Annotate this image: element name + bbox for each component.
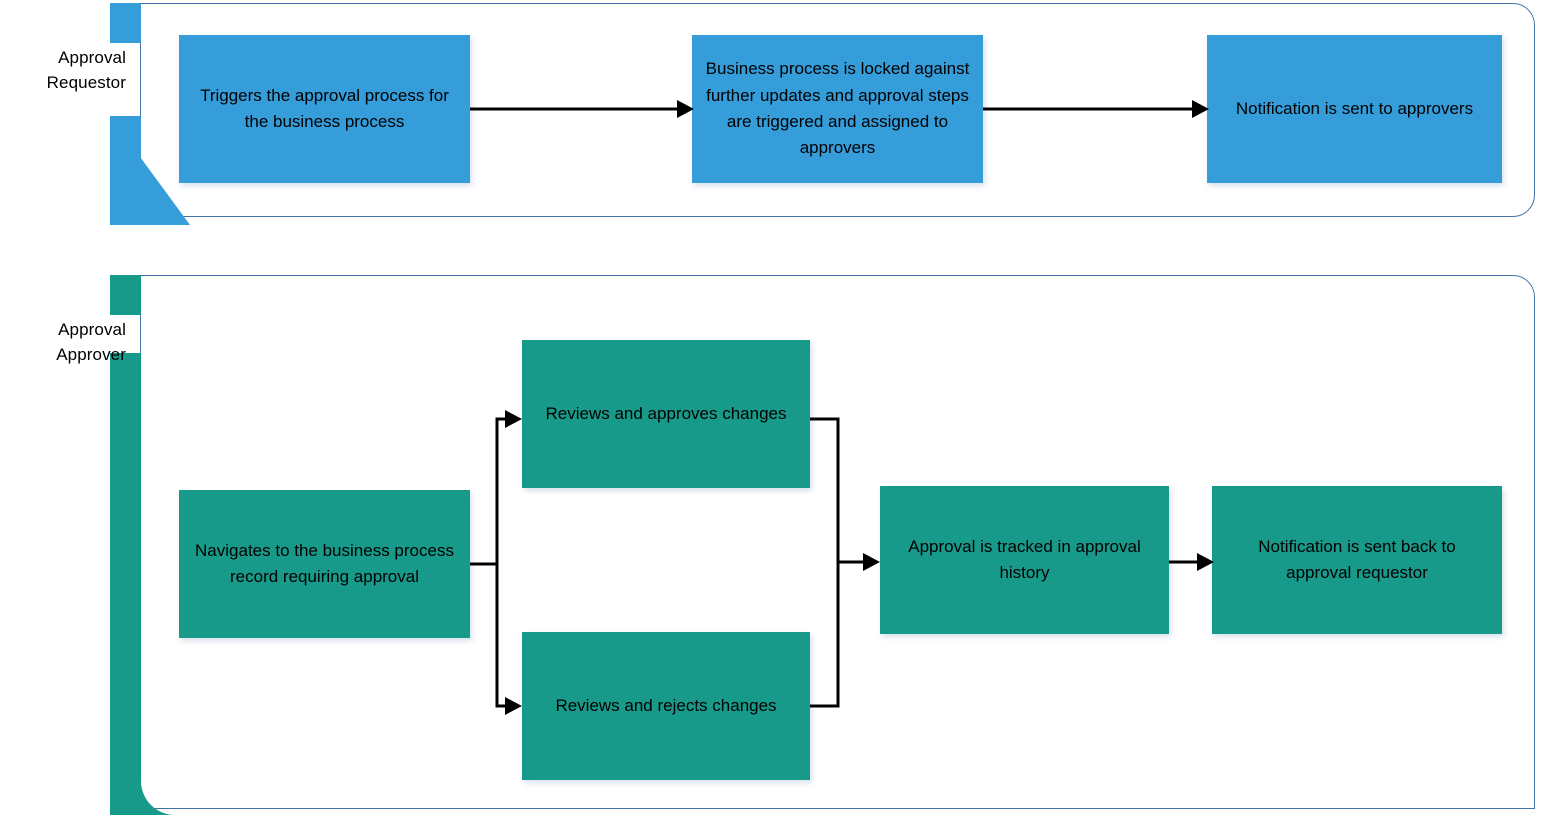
node-navigate-record-label: Navigates to the business process record… — [195, 540, 454, 586]
lane-accent-approval-approver — [110, 275, 230, 815]
lane-label-approval-approver: Approval Approver — [56, 320, 126, 364]
node-approve-changes-label: Reviews and approves changes — [545, 403, 787, 423]
node-lock-process[interactable]: Business process is locked against furth… — [692, 35, 983, 183]
node-approve-changes[interactable]: Reviews and approves changes — [522, 340, 810, 488]
lane-accent-approval-requestor — [110, 3, 230, 225]
lane-approval-approver: Approval Approver Navigates to the busin… — [0, 272, 1546, 815]
node-lock-process-label: Business process is locked against furth… — [705, 59, 970, 158]
lane-approval-requestor: Approval Requestor Triggers the approval… — [0, 0, 1546, 232]
lane-label-approval-requestor: Approval Requestor — [46, 48, 126, 92]
node-track-approval[interactable]: Approval is tracked in approval history — [880, 486, 1169, 634]
node-reject-changes-label: Reviews and rejects changes — [555, 695, 777, 715]
node-track-approval-label: Approval is tracked in approval history — [908, 536, 1141, 582]
node-reject-changes[interactable]: Reviews and rejects changes — [522, 632, 810, 780]
node-notify-requestor[interactable]: Notification is sent back to approval re… — [1212, 486, 1502, 634]
node-navigate-record[interactable]: Navigates to the business process record… — [179, 490, 470, 638]
node-trigger-approval-label: Triggers the approval process for the bu… — [200, 85, 449, 131]
node-trigger-approval[interactable]: Triggers the approval process for the bu… — [179, 35, 470, 183]
node-notify-requestor-label: Notification is sent back to approval re… — [1258, 536, 1456, 582]
node-notify-approvers-label: Notification is sent to approvers — [1235, 98, 1474, 118]
node-notify-approvers[interactable]: Notification is sent to approvers — [1207, 35, 1502, 183]
